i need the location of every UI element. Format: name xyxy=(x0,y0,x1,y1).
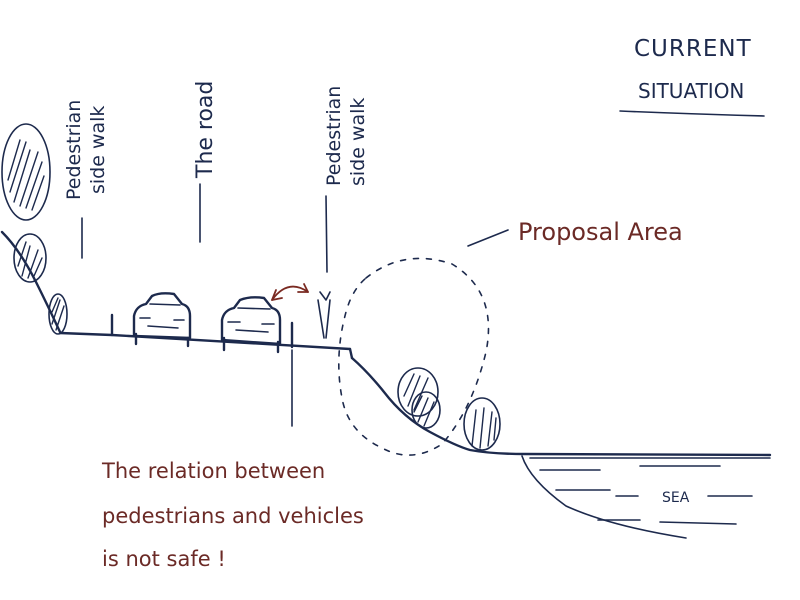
left-slope-line xyxy=(0,230,62,334)
note-line-1: The relation between xyxy=(101,459,325,483)
pedestrian-marker-right xyxy=(317,291,331,339)
title-block: CURRENT SITUATION xyxy=(619,36,765,117)
conflict-arrow xyxy=(271,283,309,301)
sidewalk-edge-right xyxy=(348,347,354,360)
wave-line-3 xyxy=(597,519,737,525)
car-left xyxy=(132,292,192,348)
sea-bed-line xyxy=(521,455,687,539)
coastal-slope-line xyxy=(350,356,772,457)
proposal-area-boundary xyxy=(338,257,490,456)
safety-note: The relation between pedestrians and veh… xyxy=(101,459,364,571)
sea: SEA xyxy=(529,457,771,525)
wave-line-2 xyxy=(555,489,753,497)
street-surface-line xyxy=(58,331,352,351)
note-line-3: is not safe ! xyxy=(102,547,226,571)
tree-slope-upper xyxy=(397,367,439,417)
label-road-text: The road xyxy=(193,81,218,179)
label-left-sidewalk: Pedestrian side walk xyxy=(63,100,109,259)
sea-label: SEA xyxy=(662,490,690,506)
tree-left-middle xyxy=(13,233,47,283)
leader-line-proposal xyxy=(467,229,509,247)
label-right-sidewalk: Pedestrian side walk xyxy=(323,86,369,273)
label-left-sidewalk-line-2: side walk xyxy=(87,106,109,194)
proposal-area-label: Proposal Area xyxy=(467,218,683,247)
proposal-area-text: Proposal Area xyxy=(518,218,683,246)
title-line-1: CURRENT xyxy=(634,36,752,62)
note-line-2: pedestrians and vehicles xyxy=(102,504,364,528)
title-underline xyxy=(619,110,765,117)
label-road: The road xyxy=(193,81,218,243)
ground-profile xyxy=(0,230,772,539)
tree-slope-middle xyxy=(411,391,441,429)
label-right-sidewalk-line-2: side walk xyxy=(347,98,369,186)
label-right-sidewalk-line-1: Pedestrian xyxy=(323,86,345,186)
car-right xyxy=(220,296,282,354)
title-line-2: SITUATION xyxy=(638,79,744,103)
leader-line-right-sidewalk xyxy=(325,195,328,273)
tree-left-bottom xyxy=(48,293,68,335)
wave-line-1 xyxy=(539,465,721,471)
tree-left-top xyxy=(1,123,51,221)
label-left-sidewalk-line-1: Pedestrian xyxy=(63,100,85,200)
tree-shore xyxy=(463,397,501,451)
